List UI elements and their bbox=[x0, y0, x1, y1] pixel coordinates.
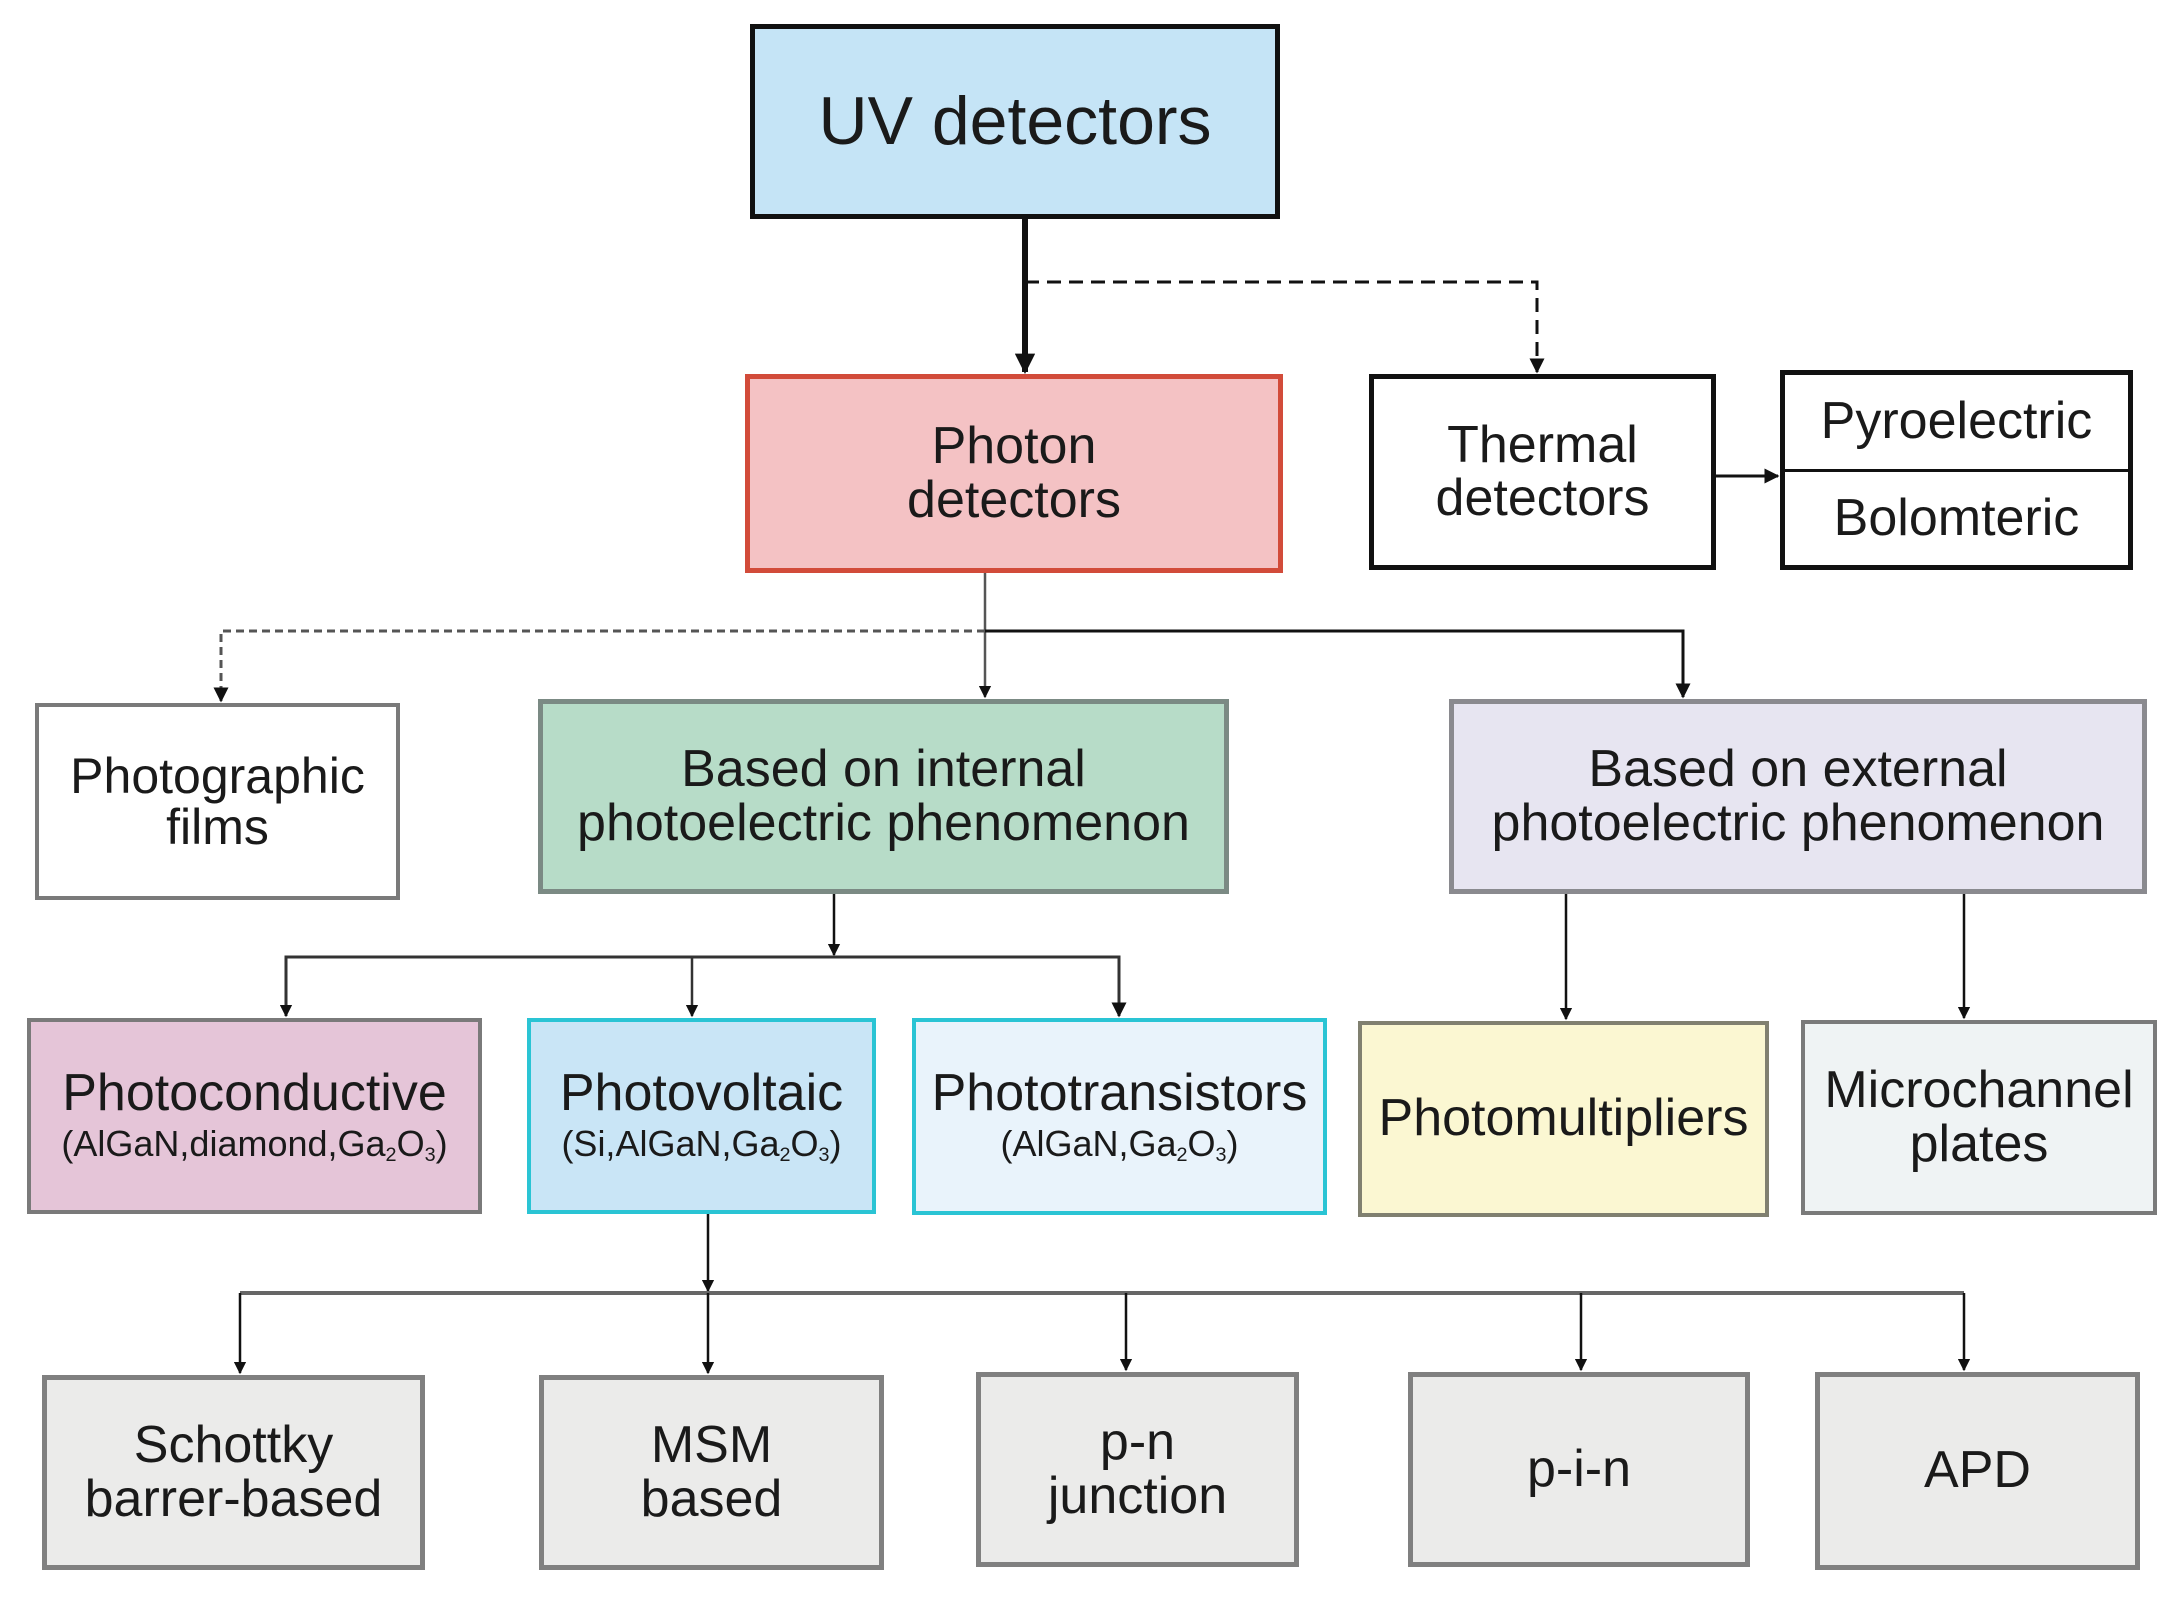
node-photographic-films: Photographic films bbox=[35, 703, 400, 900]
node-uv-detectors: UV detectors bbox=[750, 24, 1280, 219]
node-photovoltaic: Photovoltaic (Si,AlGaN,Ga2O3) bbox=[527, 1018, 876, 1214]
node-materials: (Si,AlGaN,Ga2O3) bbox=[561, 1122, 842, 1166]
node-pn-junction: p-n junction bbox=[976, 1372, 1299, 1567]
node-materials: (AlGaN,diamond,Ga2O3) bbox=[61, 1122, 448, 1166]
node-photon-detectors: Photon detectors bbox=[745, 374, 1283, 573]
edge-root-thermal bbox=[1025, 280, 1545, 374]
edge-photon-external bbox=[985, 629, 1691, 699]
node-label: Microchannel plates bbox=[1824, 1061, 2134, 1173]
node-pyroelectric: Pyroelectric bbox=[1785, 375, 2128, 469]
node-label: Photoconductive bbox=[62, 1063, 447, 1122]
node-label: Thermal detectors bbox=[1435, 415, 1650, 527]
node-photomultipliers: Photomultipliers bbox=[1358, 1021, 1769, 1217]
node-internal-photoelectric: Based on internal photoelectric phenomen… bbox=[538, 699, 1229, 894]
node-label: MSM based bbox=[640, 1416, 783, 1528]
node-bolometric: Bolomteric bbox=[1785, 468, 2128, 566]
node-label: UV detectors bbox=[818, 82, 1212, 159]
node-external-photoelectric: Based on external photoelectric phenomen… bbox=[1449, 699, 2147, 894]
node-thermal-detectors: Thermal detectors bbox=[1369, 374, 1716, 570]
node-label: Photovoltaic bbox=[559, 1063, 844, 1122]
node-phototransistors: Phototransistors (AlGaN,Ga2O3) bbox=[912, 1018, 1327, 1215]
node-materials: (AlGaN,Ga2O3) bbox=[1000, 1123, 1239, 1167]
node-label: Photon detectors bbox=[907, 417, 1121, 529]
node-label: APD bbox=[1924, 1441, 2031, 1500]
node-label: p-i-n bbox=[1526, 1439, 1632, 1498]
edge-internal-bus bbox=[284, 955, 1127, 1018]
node-apd: APD bbox=[1815, 1372, 2140, 1570]
node-label: Photographic films bbox=[70, 747, 365, 855]
node-label: p-n junction bbox=[1047, 1413, 1228, 1525]
node-label: Pyroelectric bbox=[1820, 392, 2093, 451]
node-label: Bolomteric bbox=[1833, 488, 2080, 547]
node-msm: MSM based bbox=[539, 1375, 884, 1570]
edge-photon-photographic bbox=[213, 629, 985, 703]
node-label: Photomultipliers bbox=[1378, 1089, 1749, 1148]
node-label: Phototransistors bbox=[931, 1064, 1308, 1123]
node-label: Based on external photoelectric phenomen… bbox=[1491, 740, 2105, 852]
node-pin: p-i-n bbox=[1408, 1372, 1750, 1567]
node-label: Schottky barrer-based bbox=[84, 1416, 383, 1528]
node-thermal-types: Pyroelectric Bolomteric bbox=[1780, 370, 2133, 570]
node-photoconductive: Photoconductive (AlGaN,diamond,Ga2O3) bbox=[27, 1018, 482, 1214]
node-schottky: Schottky barrer-based bbox=[42, 1375, 425, 1570]
node-label: Based on internal photoelectric phenomen… bbox=[577, 740, 1190, 852]
node-microchannel-plates: Microchannel plates bbox=[1801, 1020, 2157, 1215]
